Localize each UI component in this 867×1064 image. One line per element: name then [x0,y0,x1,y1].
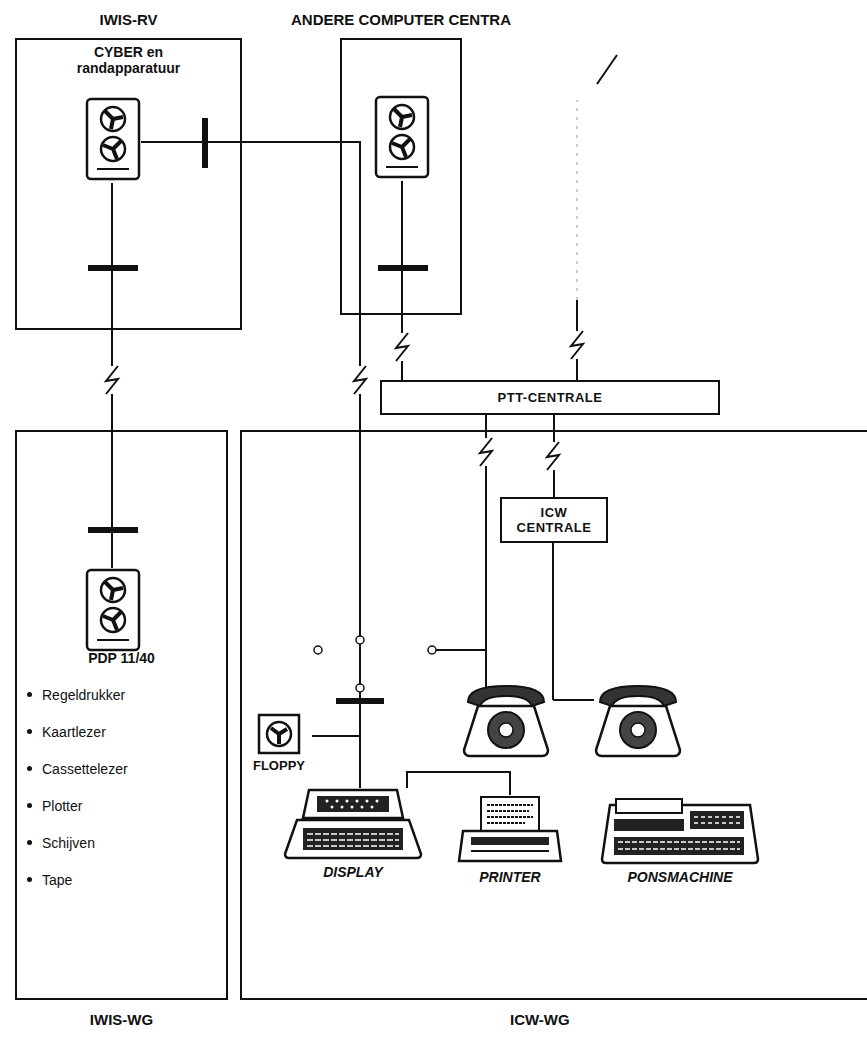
device-icon [455,795,565,865]
connection-line [407,772,510,795]
box-label: DISPLAY [323,864,383,880]
list-row: Kaartlezer [17,713,226,750]
box-label: ICW CENTRALE [510,505,598,535]
box-label: CYBER en randapparatuur [64,44,194,76]
floppy-drive: FLOPPY [246,713,312,779]
bullet-dot [27,692,32,697]
bullet-dot [27,766,32,771]
list-row: Regeldrukker [17,676,226,713]
device-icon [257,713,301,755]
site-heading: ICW-WG [507,1011,573,1028]
connection-line [312,736,360,788]
site-box: PDP 11/40RegeldrukkerKaartlezerCassettel… [15,430,228,1000]
device-label: Cassettelezer [42,761,128,777]
printer: PRINTER [455,795,565,888]
bullet-dot [27,803,32,808]
display-terminal: DISPLAY [283,788,423,888]
exchange-box: ICW CENTRALE [500,497,608,543]
list-row: Plotter [17,787,226,824]
device-label: Kaartlezer [42,724,106,740]
site-box: IWIS-RVCYBER en randapparatuur [15,38,242,330]
site-box: ANDERE COMPUTER CENTRA [340,38,462,315]
box-label: FLOPPY [253,758,305,773]
device-label: Plotter [42,798,82,814]
device-label: Regeldrukker [42,687,125,703]
site-heading: IWIS-WG [87,1011,156,1028]
list-row: Schijven [17,824,226,861]
list-row: Cassettelezer [17,750,226,787]
connection-line [242,142,360,788]
device-icon [283,788,423,860]
bullet-dot [27,840,32,845]
box-label: PDP 11/40 [17,650,226,666]
bullet-dot [27,729,32,734]
box-label: PTT-CENTRALE [498,390,603,405]
box-label: PRINTER [479,869,540,885]
bullet-dot [27,877,32,882]
box-label: PONSMACHINE [627,869,732,885]
punch-machine: PONSMACHINE [596,795,764,888]
site-heading: IWIS-RV [96,11,160,28]
list-row: Tape [17,861,226,898]
site-heading: ANDERE COMPUTER CENTRA [288,11,514,28]
device-icon [600,795,760,865]
device-label: Schijven [42,835,95,851]
exchange-box: PTT-CENTRALE [380,380,720,415]
device-label: Tape [42,872,72,888]
site-box: ICW-WGICW CENTRALEFLOPPYDISPLAYPRINTERPO… [240,430,867,1000]
